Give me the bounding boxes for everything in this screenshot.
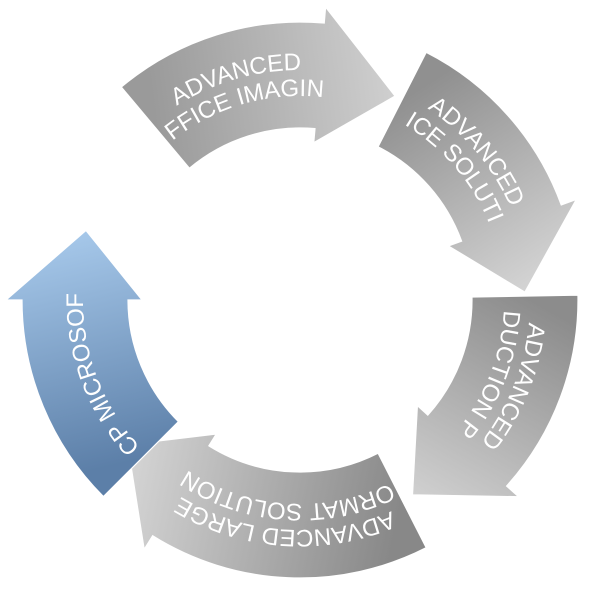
arrow-segment-mcp-microsoft xyxy=(4,229,180,498)
arrow-segments xyxy=(4,5,579,579)
arrow-segment-office-imaging xyxy=(120,5,396,170)
arrow-segment-production-print xyxy=(411,294,579,498)
arrow-segment-large-format xyxy=(126,433,428,579)
arrow-segment-office-solutions xyxy=(377,51,578,293)
